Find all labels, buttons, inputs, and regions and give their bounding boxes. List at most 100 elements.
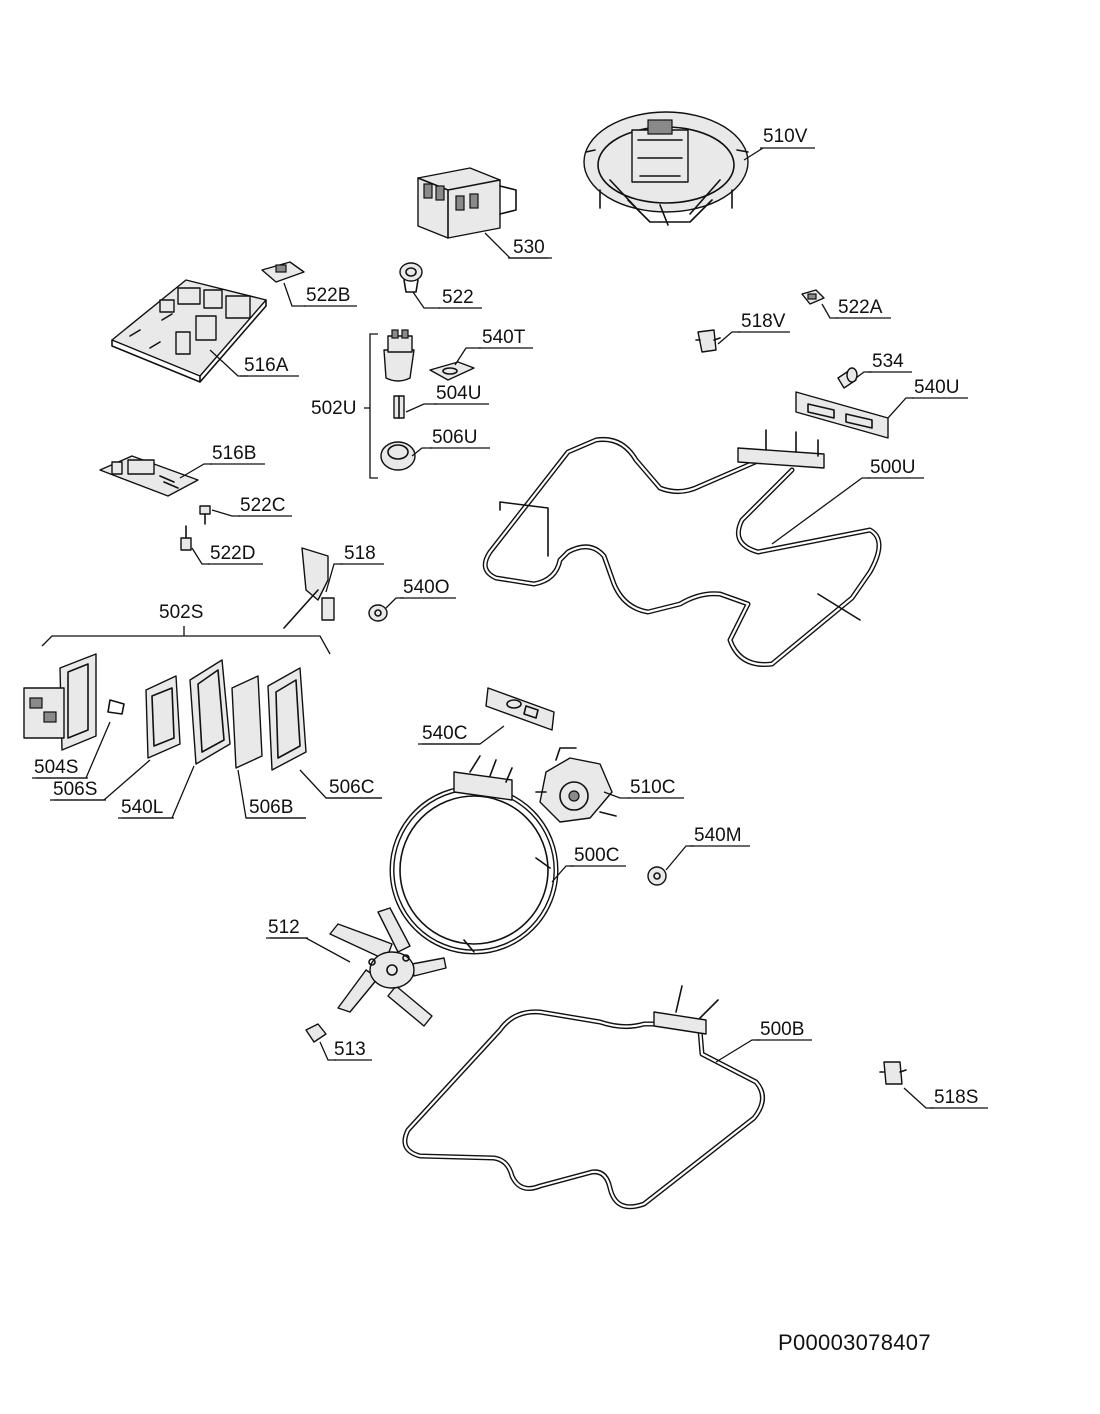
part-540U-gasket-plate (795, 391, 889, 439)
part-540O-washer (368, 604, 388, 622)
label-522D: 522D (191, 543, 263, 565)
part-506C-frame (267, 667, 307, 771)
label-522B-text: 522B (306, 285, 350, 306)
label-502U-text: 502U (311, 398, 356, 419)
label-500C-text: 500C (574, 845, 619, 866)
label-506U: 506U (411, 427, 490, 457)
label-506S: 506S (50, 759, 151, 801)
label-516A-text: 516A (244, 355, 289, 376)
label-540L: 540L (118, 765, 195, 819)
label-522A-text: 522A (838, 297, 883, 318)
part-506S-cover (145, 675, 181, 759)
label-540C-text: 540C (422, 723, 467, 744)
part-504U-contact (393, 395, 405, 419)
label-504S: 504S (32, 721, 111, 779)
part-540L-gasket (189, 659, 231, 765)
part-522D-pin (180, 525, 192, 551)
part-500C-circular-element (389, 755, 559, 955)
label-540O-text: 540O (403, 577, 449, 598)
label-506B-text: 506B (249, 797, 293, 818)
label-504S-text: 504S (34, 757, 78, 778)
label-522B: 522B (283, 282, 357, 307)
label-506B: 506B (237, 769, 306, 819)
part-500U-grill-element (482, 429, 882, 667)
label-518: 518 (325, 543, 384, 593)
label-510C-text: 510C (630, 777, 675, 798)
label-506C-text: 506C (329, 777, 374, 798)
part-516B-board (99, 455, 199, 497)
label-506U-text: 506U (432, 427, 477, 448)
label-500B: 500B (715, 1019, 812, 1063)
label-500U: 500U (771, 457, 924, 545)
label-522C: 522C (211, 495, 292, 517)
label-506S-text: 506S (53, 779, 97, 800)
label-518S: 518S (903, 1087, 988, 1109)
label-512-text: 512 (268, 917, 300, 938)
label-522C-text: 522C (240, 495, 285, 516)
part-513-nut (305, 1023, 327, 1043)
label-518V-text: 518V (741, 311, 786, 332)
part-540T-gasket (429, 361, 475, 381)
part-522-thermostat (399, 262, 423, 293)
part-510V-fan-motor-assembly (583, 111, 749, 226)
label-540T: 540T (454, 327, 533, 366)
label-502S-text: 502S (159, 602, 203, 623)
label-540U: 540U (887, 377, 968, 419)
part-502U-switch-body (383, 329, 415, 382)
part-506B-plate (231, 675, 263, 769)
part-540C-gasket (485, 687, 555, 731)
label-516A: 516A (209, 349, 299, 377)
part-522B-small-board (261, 261, 305, 283)
label-522: 522 (412, 287, 482, 309)
label-510C: 510C (603, 777, 684, 799)
part-522A-connector (801, 289, 825, 305)
label-540T-text: 540T (482, 327, 526, 348)
label-540M-text: 540M (694, 825, 742, 846)
label-540C: 540C (418, 723, 505, 745)
part-518S-clip (879, 1061, 907, 1085)
label-518V: 518V (717, 311, 790, 345)
part-518-probe (283, 547, 335, 629)
label-522-text: 522 (442, 287, 474, 308)
label-510V: 510V (743, 126, 815, 161)
label-510V-text: 510V (763, 126, 808, 147)
part-512-fan-blade (329, 907, 447, 1027)
label-530: 530 (484, 232, 552, 259)
part-530-terminal-block (417, 167, 517, 239)
label-504U: 504U (405, 383, 489, 413)
part-504S-switch (23, 653, 125, 751)
part-518V-clip (695, 329, 721, 353)
label-540O: 540O (385, 577, 456, 609)
part-506U-knob (380, 441, 416, 471)
part-522C-pin (199, 505, 211, 525)
label-516B-text: 516B (212, 443, 256, 464)
document-id: P00003078407 (778, 1330, 931, 1355)
label-504U-text: 504U (436, 383, 481, 404)
label-500U-text: 500U (870, 457, 915, 478)
label-518-text: 518 (344, 543, 376, 564)
label-522D-text: 522D (210, 543, 255, 564)
label-516B: 516B (179, 443, 265, 479)
label-500C: 500C (551, 845, 626, 883)
part-500B-bottom-element (402, 985, 765, 1210)
label-512: 512 (266, 917, 351, 963)
label-513-text: 513 (334, 1039, 366, 1060)
part-540M-washer (647, 866, 667, 886)
label-506C: 506C (299, 769, 382, 799)
part-516A-control-board (111, 279, 267, 383)
label-534-text: 534 (872, 351, 904, 372)
bracket-502U: 502U (311, 333, 378, 479)
part-510C-fan-motor (535, 747, 617, 823)
label-540U-text: 540U (914, 377, 959, 398)
label-518S-text: 518S (934, 1087, 978, 1108)
label-513: 513 (319, 1039, 372, 1061)
label-500B-text: 500B (760, 1019, 804, 1040)
label-534: 534 (855, 351, 912, 379)
label-540L-text: 540L (121, 797, 163, 818)
bracket-502S: 502S (41, 602, 331, 655)
label-540M: 540M (665, 825, 750, 871)
label-522A: 522A (821, 297, 891, 319)
part-534-lamp (837, 367, 858, 389)
label-530-text: 530 (513, 237, 545, 258)
